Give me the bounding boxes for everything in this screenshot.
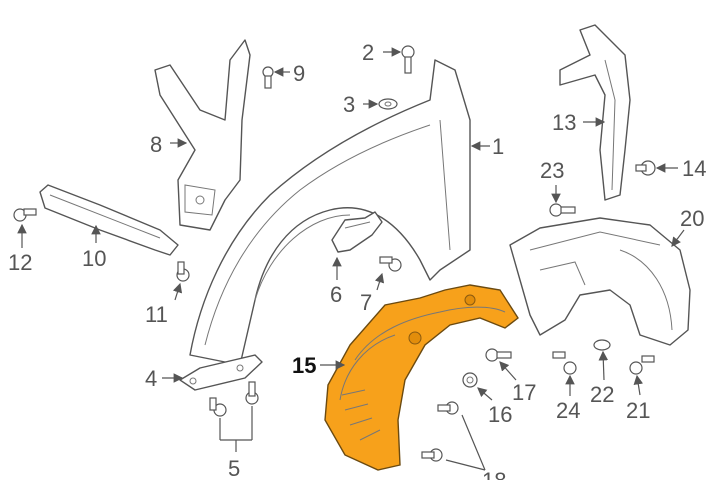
callout-18: 18 — [482, 468, 506, 480]
lower-bracket-part — [179, 354, 263, 391]
fender-part — [189, 59, 471, 366]
bolt-21 — [629, 355, 655, 375]
bolt-7 — [379, 256, 402, 272]
bolt-11 — [176, 261, 190, 282]
callout-22: 22 — [590, 382, 614, 407]
side-rail-part — [39, 184, 179, 256]
clip-22 — [593, 339, 611, 351]
callout-9: 9 — [293, 61, 305, 86]
callout-5: 5 — [228, 456, 240, 480]
callout-2: 2 — [362, 40, 374, 65]
callout-23: 23 — [540, 158, 564, 183]
bolt-18a — [437, 401, 459, 415]
callout-10: 10 — [82, 246, 106, 271]
callout-1: 1 — [492, 134, 504, 159]
callout-13: 13 — [552, 110, 576, 135]
callout-15: 15 — [292, 353, 316, 378]
small-bracket-part — [331, 211, 383, 253]
callout-7: 7 — [360, 290, 372, 315]
grommet-3 — [378, 98, 398, 110]
callout-24: 24 — [556, 398, 580, 423]
callout-6: 6 — [330, 282, 342, 307]
front-liner-part — [324, 284, 519, 471]
bolt-18b — [421, 448, 443, 462]
bolt-5b — [245, 381, 259, 405]
bolt-12 — [13, 208, 37, 222]
rear-liner-part — [509, 217, 691, 346]
upper-bracket-part — [154, 39, 251, 231]
callout-11: 11 — [145, 302, 168, 327]
callout-16: 16 — [488, 402, 512, 427]
callout-12: 12 — [8, 250, 32, 275]
nut-16 — [462, 372, 478, 388]
bolt-2 — [401, 45, 415, 74]
bolt-9 — [262, 66, 274, 89]
bolt-24 — [552, 351, 577, 375]
bolt-23 — [549, 203, 576, 217]
clip-14 — [635, 160, 656, 176]
callout-3: 3 — [343, 92, 355, 117]
callout-8: 8 — [150, 132, 162, 157]
callout-17: 17 — [512, 380, 536, 405]
callout-21: 21 — [626, 398, 650, 423]
pillar-trim-part — [559, 24, 631, 201]
callout-14: 14 — [682, 156, 706, 181]
bolt-5a — [209, 397, 227, 417]
callout-4: 4 — [145, 366, 157, 391]
callout-20: 20 — [680, 206, 704, 231]
bolt-17 — [485, 348, 512, 362]
